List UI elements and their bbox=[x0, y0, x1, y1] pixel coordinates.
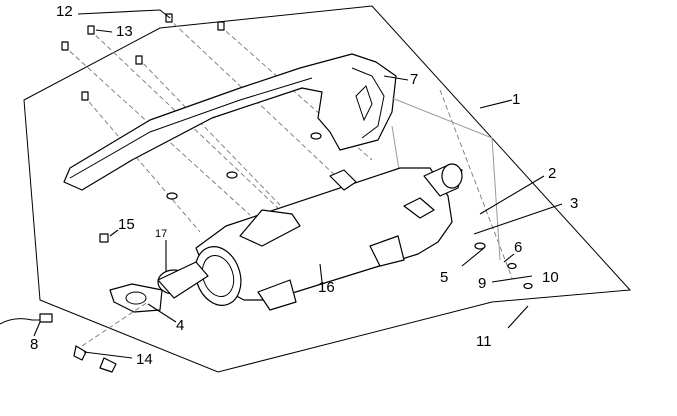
callout-8: 8 bbox=[30, 336, 38, 353]
callout-14: 14 bbox=[136, 351, 153, 368]
springs bbox=[73, 301, 149, 373]
callout-6: 6 bbox=[514, 239, 522, 256]
callout-15: 15 bbox=[118, 216, 135, 233]
nut-15 bbox=[99, 233, 109, 243]
callout-1: 1 bbox=[512, 91, 520, 108]
callout-16: 16 bbox=[318, 279, 335, 296]
assembly-boundary bbox=[23, 5, 632, 373]
callout-10: 10 bbox=[542, 269, 559, 286]
sensor-wire bbox=[0, 313, 53, 325]
leader-lines bbox=[33, 9, 563, 359]
callout-13: 13 bbox=[116, 23, 133, 40]
muffler-body bbox=[194, 163, 463, 311]
callout-7: 7 bbox=[410, 71, 418, 88]
bolts bbox=[61, 13, 533, 290]
callout-2: 2 bbox=[548, 165, 556, 182]
exhaust-pipe bbox=[109, 261, 209, 313]
callout-12: 12 bbox=[56, 3, 73, 20]
callout-17: 17 bbox=[155, 228, 167, 240]
callout-9: 9 bbox=[478, 275, 486, 292]
callout-3: 3 bbox=[570, 195, 578, 212]
callout-11: 11 bbox=[476, 333, 492, 350]
heat-shield bbox=[63, 53, 397, 191]
callout-5: 5 bbox=[440, 269, 448, 286]
callout-4: 4 bbox=[176, 317, 184, 334]
callout-labels: 1 2 3 4 5 6 7 8 9 10 11 12 13 14 15 16 1… bbox=[30, 3, 578, 368]
